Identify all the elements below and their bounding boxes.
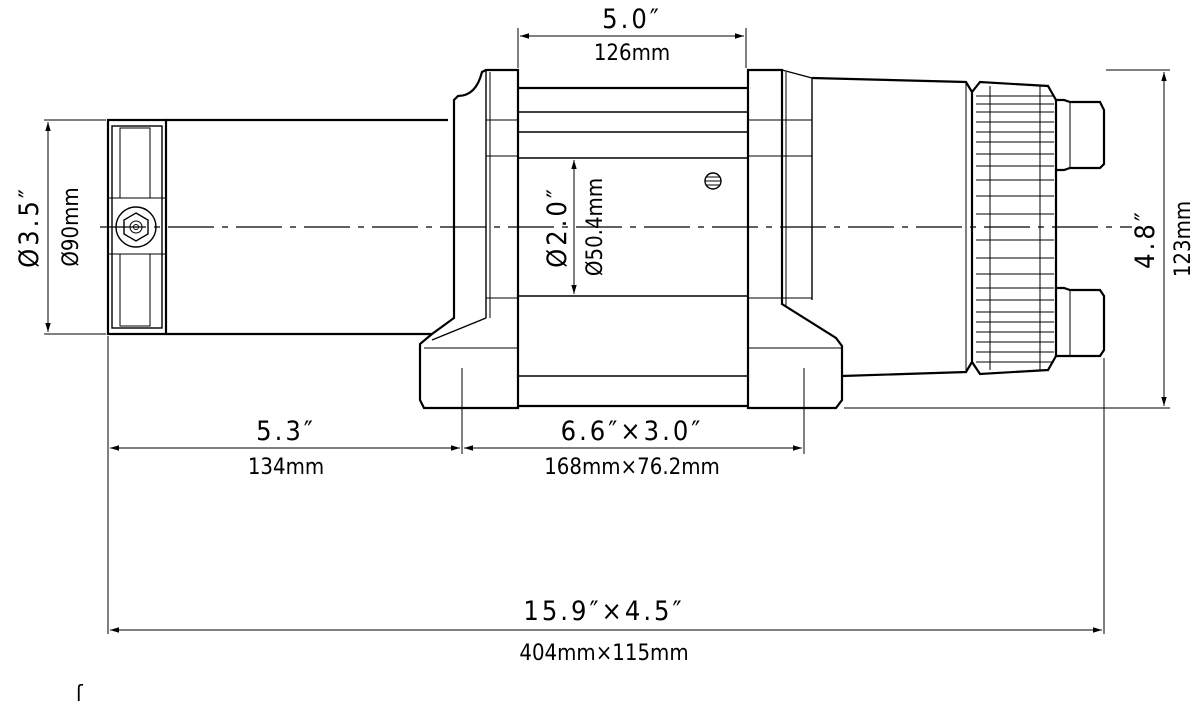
drum-width-in-label: 5.0″ — [602, 4, 662, 35]
clutch-handle — [1056, 98, 1106, 358]
drum-dia-mm-label: Ø50.4mm — [583, 178, 608, 276]
dim-overall: 15.9″×4.5″ 404mm×115mm — [110, 358, 1105, 666]
dim-height: 4.8″ 123mm — [844, 69, 1196, 409]
overall-mm-label: 404mm×115mm — [519, 641, 688, 666]
mount-in-label: 6.6″×3.0″ — [561, 416, 704, 447]
left-end-bearing — [418, 68, 520, 410]
stray-mark: ʃ — [75, 682, 84, 701]
set-screw-icon — [704, 172, 722, 190]
dim-motor-diameter: Ø3.5″ Ø90mm — [14, 119, 106, 335]
motor-tube — [166, 118, 448, 336]
motor-dia-mm-label: Ø90mm — [59, 187, 84, 266]
drum-dia-in-label: Ø2.0″ — [542, 186, 573, 268]
clutch-knob — [971, 80, 1058, 376]
height-in-label: 4.8″ — [1130, 209, 1161, 269]
motor-dia-in-label: Ø3.5″ — [14, 186, 45, 268]
dim-drum-diameter: Ø2.0″ Ø50.4mm — [542, 160, 608, 294]
dim-drum-width: 5.0″ 126mm — [517, 4, 747, 68]
mount-mm-label: 168mm×76.2mm — [544, 455, 720, 480]
motor-len-mm-label: 134mm — [248, 455, 324, 480]
dim-mount-pattern: 6.6″×3.0″ 168mm×76.2mm — [464, 368, 805, 480]
right-end-bearing — [746, 68, 844, 410]
dim-motor-length: 5.3″ 134mm — [107, 336, 463, 634]
drum-section — [518, 86, 748, 408]
overall-in-label: 15.9″×4.5″ — [523, 596, 684, 627]
motor-len-in-label: 5.3″ — [256, 416, 316, 447]
drum-width-mm-label: 126mm — [594, 41, 670, 66]
height-mm-label: 123mm — [1171, 201, 1196, 277]
